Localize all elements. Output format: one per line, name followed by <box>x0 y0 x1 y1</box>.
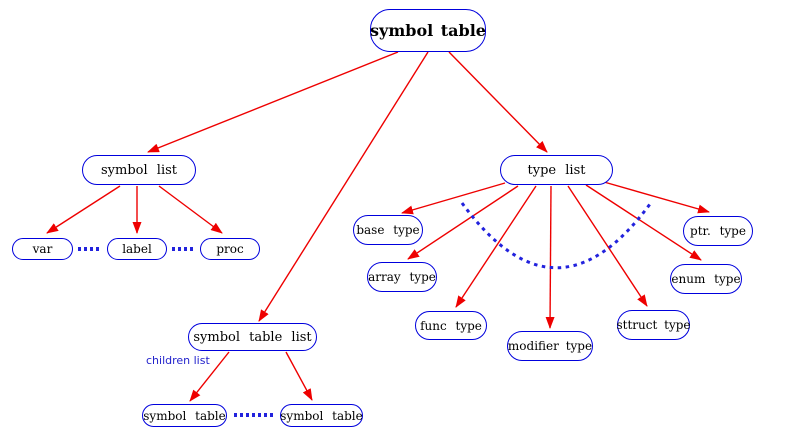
edge-symbol-list-to-var <box>46 185 121 234</box>
node-type-list: type list <box>500 155 613 185</box>
node-base-type: base type <box>353 215 423 245</box>
edge-stl-to-symbol-table-left <box>189 351 230 402</box>
edge-type-list-to-array-type <box>407 185 519 260</box>
node-symbol-table-child-right: symbol table <box>280 404 363 427</box>
node-modifier-type: modifier type <box>507 331 593 361</box>
edge-type-list-to-enum-type <box>585 184 702 261</box>
edge-type-list-to-modifier-type <box>545 185 555 329</box>
node-symbol-table-list: symbol table list <box>188 323 317 351</box>
edge-root-to-symbol-list <box>147 51 399 153</box>
node-enum-type: enum type <box>670 264 742 294</box>
node-ptr-type: ptr. type <box>683 216 753 246</box>
node-label: label <box>107 238 167 260</box>
edge-root-to-symbol-table-list <box>258 51 429 322</box>
edge-type-list-to-sttruct-type <box>567 185 648 307</box>
edge-type-list-to-ptr-type <box>603 181 710 214</box>
node-func-type: func type <box>415 311 487 340</box>
edge-symbol-list-to-proc <box>158 185 223 234</box>
node-array-type: array type <box>367 262 437 292</box>
node-sttruct-type: sttruct type <box>617 310 691 340</box>
edge-type-list-to-base-type <box>401 182 506 215</box>
node-proc: proc <box>200 238 260 260</box>
node-var: var <box>12 238 73 260</box>
edge-type-list-to-func-type <box>455 185 537 308</box>
edge-root-to-type-list <box>448 51 548 153</box>
node-symbol-table-child-left: symbol table <box>142 404 227 427</box>
children-list-label: children list <box>146 354 210 367</box>
dashed-arc-type-children <box>460 202 652 270</box>
node-symbol-table: symbol table <box>370 9 486 52</box>
node-symbol-list: symbol list <box>82 155 196 185</box>
edge-stl-to-symbol-table-right <box>285 351 313 401</box>
